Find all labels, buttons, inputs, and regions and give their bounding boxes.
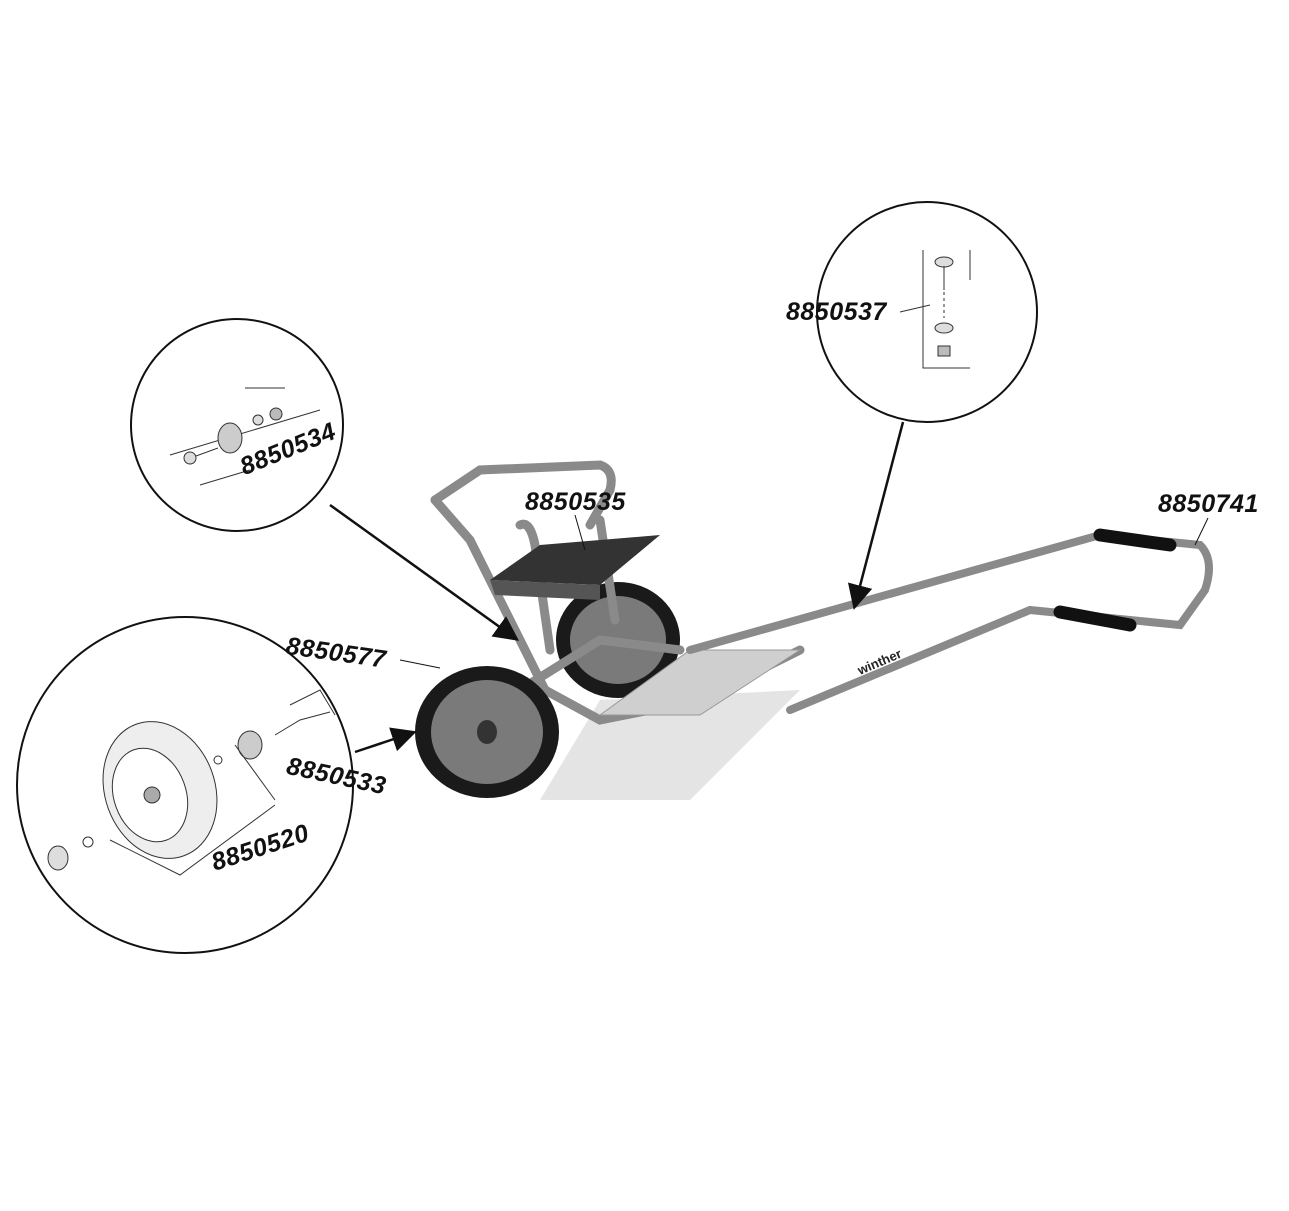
label-handle-frame: 8850741: [1158, 490, 1259, 518]
leader-seat: [574, 514, 586, 551]
handle-frame: [686, 530, 1213, 714]
grip-top: [1093, 528, 1177, 552]
arrow-handle-bolt: [847, 421, 905, 610]
detail-circle-seat-bolt: [130, 318, 344, 532]
arrow-seat-bolt: [329, 503, 520, 641]
seat: [490, 535, 660, 585]
grip-bottom: [1053, 605, 1137, 632]
wheel-detail-drawing: [47, 689, 336, 876]
seat-bolt-kit-drawing: [169, 387, 321, 486]
label-seat: 8850535: [525, 488, 626, 516]
leader-wheel: [399, 659, 441, 669]
front-wheel: [415, 666, 559, 798]
leader-handle: [1194, 517, 1209, 546]
detail-circle-wheel: [16, 616, 354, 954]
footplate: [598, 649, 802, 716]
handle-bolt-kit-drawing: [899, 250, 971, 369]
label-handle-bolt-kit: 8850537: [786, 298, 887, 326]
detail-circle-handle-bolt: [816, 201, 1038, 423]
arrow-wheel: [354, 727, 417, 754]
